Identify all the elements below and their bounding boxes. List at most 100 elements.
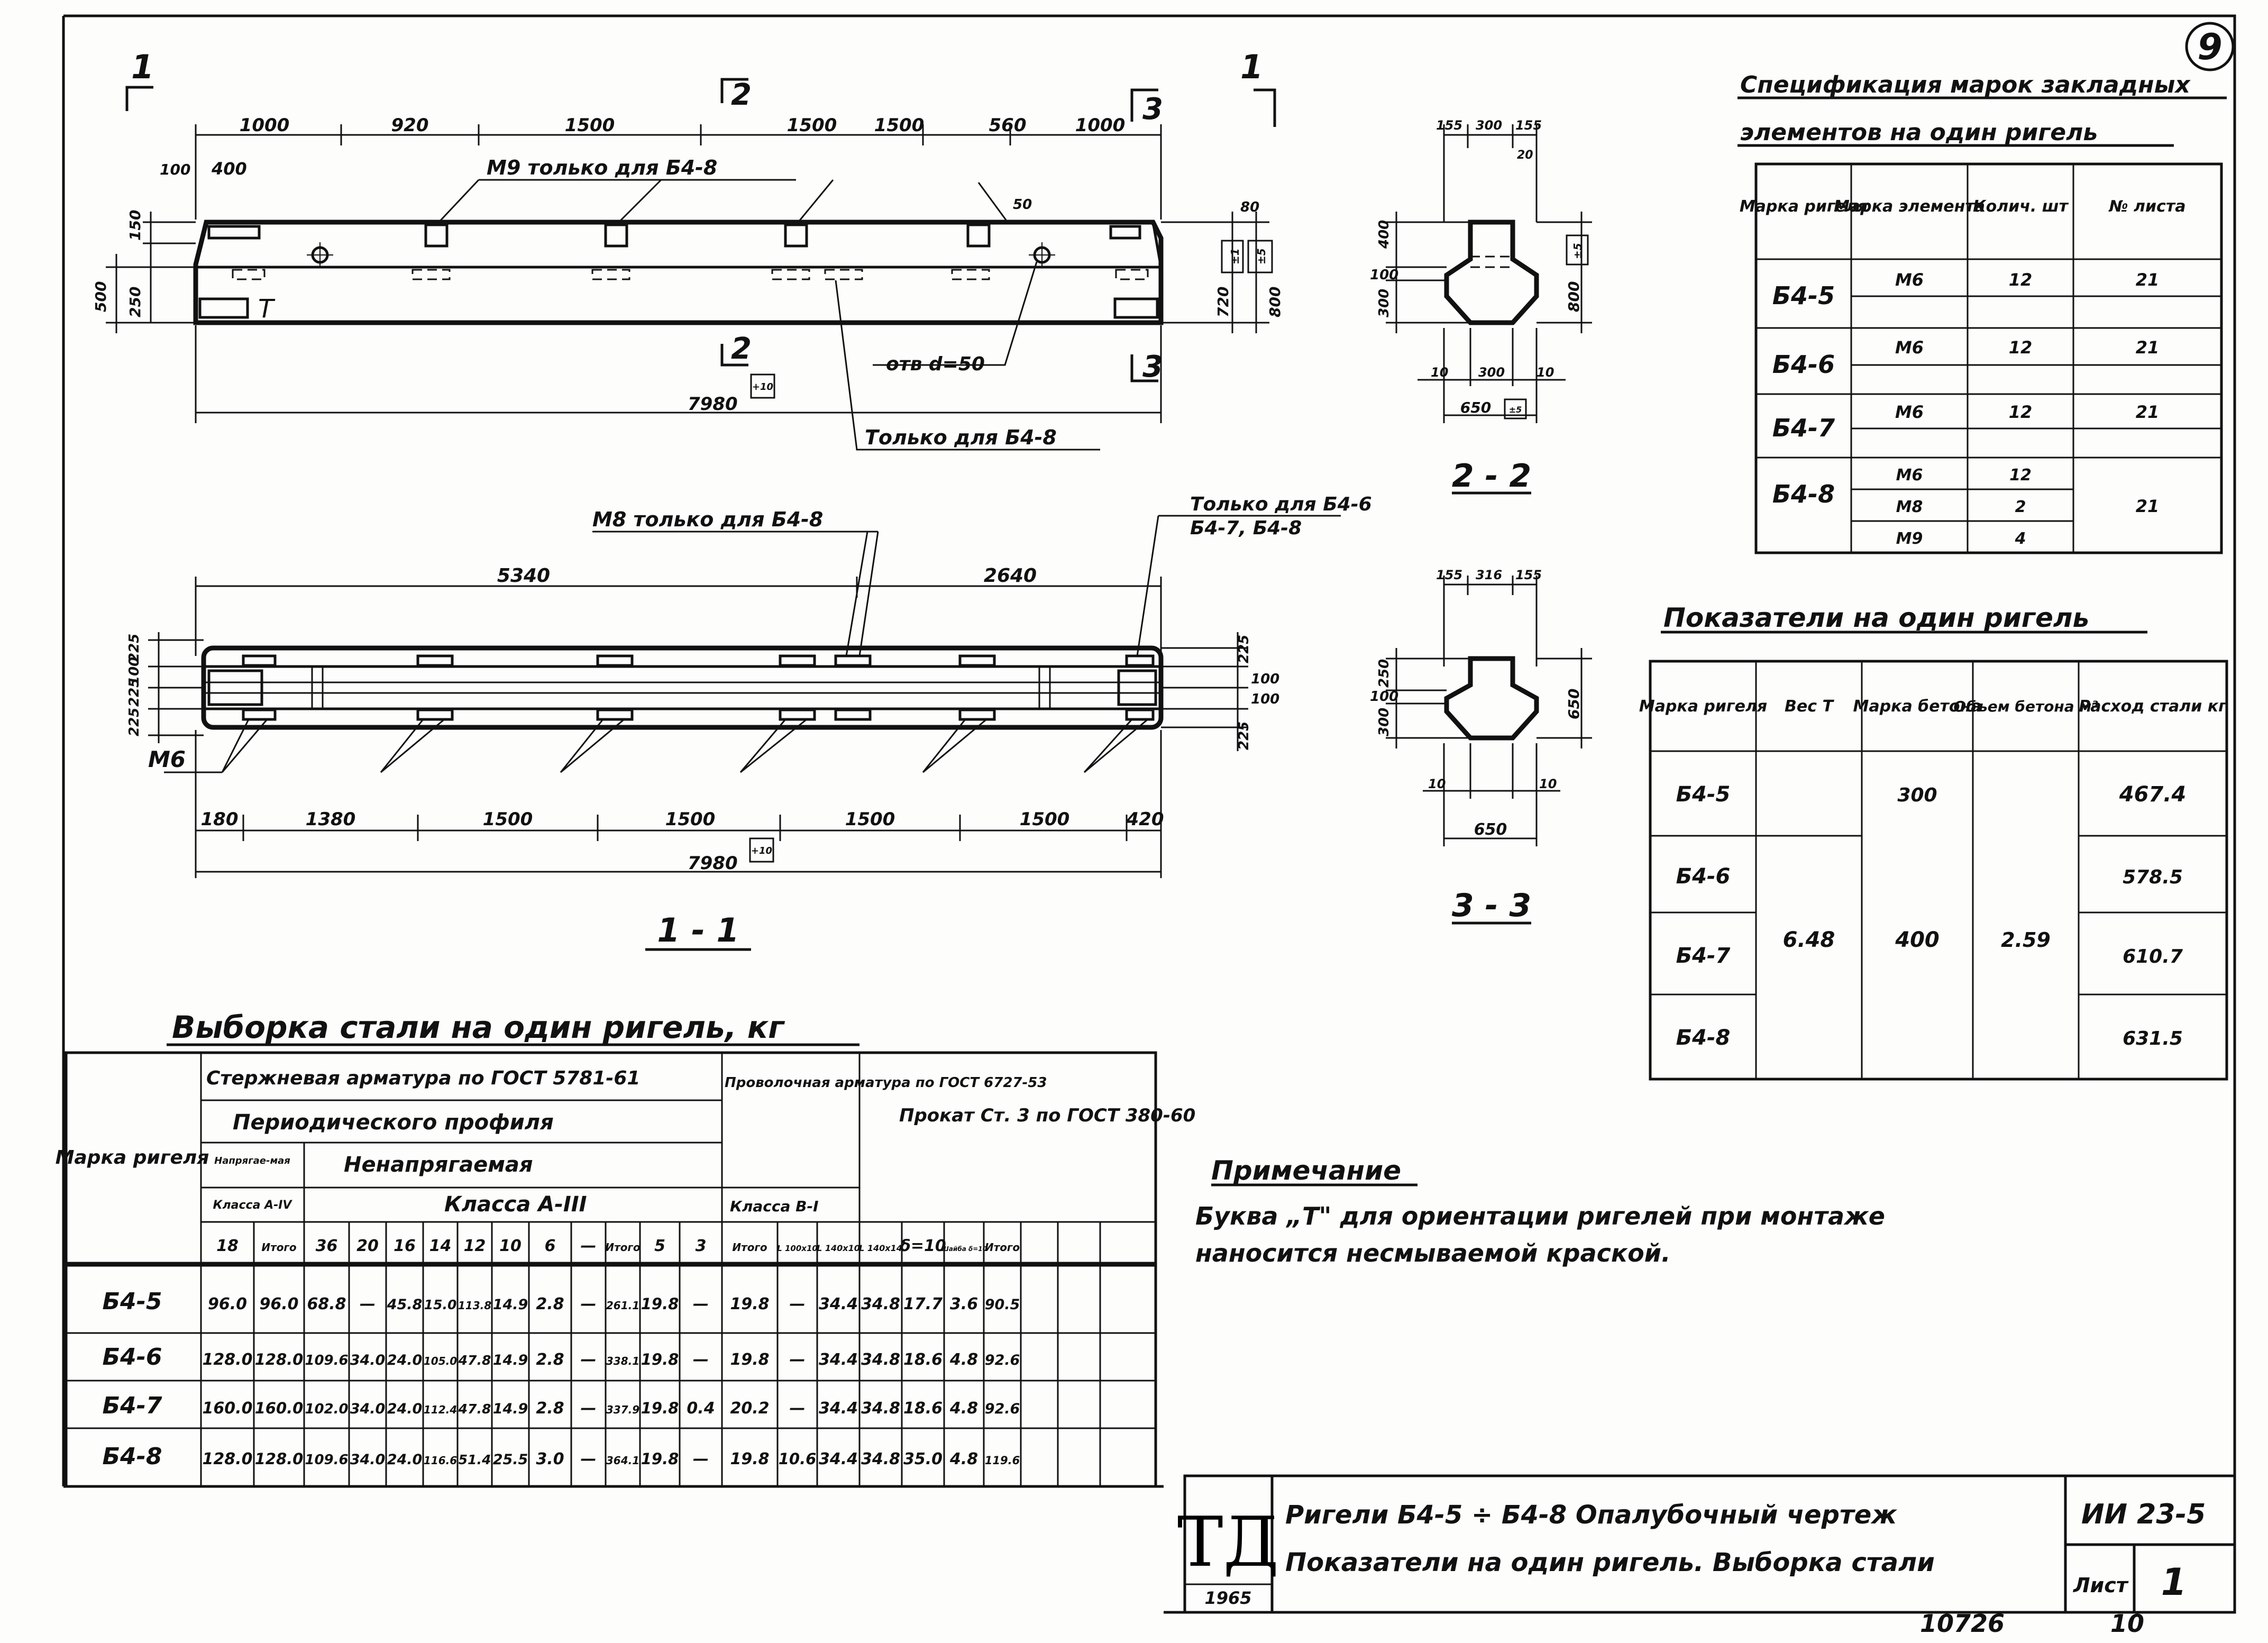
s33-right-dim: 650: [1565, 689, 1583, 719]
plan-right-dim: 100: [1251, 691, 1279, 707]
steel-cell: 14.9: [493, 1401, 528, 1417]
dim-50: 50: [1013, 197, 1032, 213]
plan-title: 1 - 1: [657, 911, 739, 950]
elevation-view: [106, 78, 1276, 451]
steel-cell: 17.7: [903, 1295, 943, 1313]
steel-cell: 2.8: [536, 1295, 564, 1313]
steel-cell: 14.9: [493, 1352, 528, 1368]
steel-cell: 15.0: [424, 1297, 457, 1312]
steel-cell: 19.8: [641, 1350, 679, 1368]
s22-right-dim: 800: [1565, 281, 1583, 312]
spec-element: М8: [1896, 498, 1923, 516]
right-dim: 720: [1214, 287, 1232, 317]
steel-column-header: Шайба δ=10: [941, 1245, 987, 1253]
section-2-2-labels: 155 300 155 20 400 100 300 800 ±5 10 300…: [1370, 118, 1584, 495]
indicators-steel: 631.5: [2123, 1028, 2183, 1049]
indicators-table: [1649, 631, 2228, 1081]
steel-cell: 34.4: [819, 1450, 858, 1468]
top-dim: 1000: [1075, 115, 1126, 136]
bottom-dim: 1500: [483, 809, 533, 830]
indicators-header: Марка ригеля: [1639, 697, 1767, 716]
spec-qty: 12: [2009, 402, 2033, 422]
steel-cell: 3.6: [950, 1295, 978, 1313]
indicators-steel: 578.5: [2123, 866, 2183, 888]
indicators-header: Вес Т: [1785, 697, 1834, 716]
steel-column-header: δ=10: [900, 1237, 946, 1255]
title-block-code: ИИ 23-5: [2081, 1499, 2206, 1530]
title-block-year: 1965: [1204, 1588, 1251, 1608]
steel-cell: 45.8: [387, 1297, 423, 1313]
spec-marka: Б4-7: [1772, 414, 1835, 442]
steel-cell: 4.8: [949, 1350, 978, 1369]
s22-bottom-dim: 300: [1478, 365, 1505, 380]
section-3-3: [1386, 576, 1592, 925]
right-tolerance: ±5: [1255, 248, 1268, 264]
steel-cell: 113.8: [458, 1299, 491, 1312]
steel-cell: —: [581, 1450, 597, 1468]
page-number: 10: [2110, 1609, 2144, 1638]
s33-width: 650: [1474, 820, 1507, 839]
steel-cell: 34.0: [350, 1401, 386, 1417]
steel-cell: 109.6: [305, 1452, 348, 1468]
plan-labels: М8 только для Б4-8 Только для Б4-6 Б4-7,…: [126, 494, 1372, 950]
steel-cell: 24.0: [387, 1352, 423, 1368]
section-mark-1-right: 1: [1240, 48, 1263, 86]
steel-cell: —: [693, 1295, 709, 1313]
spec-qty: 12: [2009, 270, 2033, 290]
left-dim: 500: [92, 281, 109, 312]
steel-cell: 128.0: [255, 1450, 304, 1468]
spec-qty: 2: [2015, 498, 2026, 516]
steel-cell: 160.0: [255, 1399, 304, 1417]
spec-header: Колич. шт: [1973, 197, 2069, 216]
steel-header-rolled: Прокат Ст. 3 по ГОСТ 380-60: [899, 1105, 1195, 1126]
spec-marka: Б4-8: [1772, 480, 1835, 508]
plan-left-dim: 225: [126, 708, 142, 736]
top-dim: 1000: [240, 115, 290, 136]
steel-column-header: —: [581, 1237, 597, 1255]
indicators-title: Показатели на один ригель: [1663, 603, 2089, 633]
s22-left-dim: 400: [1376, 220, 1392, 249]
steel-column-header: L 140x10: [817, 1243, 860, 1253]
top-dim: 560: [989, 115, 1027, 136]
steel-cell: 102.0: [305, 1401, 348, 1417]
spec-marka: Б4-6: [1772, 350, 1835, 379]
steel-cell: 338.1: [606, 1355, 639, 1367]
label-b47-b48: Б4-7, Б4-8: [1190, 517, 1302, 539]
spec-element: М6: [1895, 337, 1924, 358]
steel-cell: —: [360, 1295, 376, 1313]
overall-length: 7980: [688, 394, 738, 415]
steel-column-header: Итого: [605, 1241, 641, 1254]
steel-cell: —: [790, 1399, 806, 1418]
steel-cell: 47.8: [458, 1353, 491, 1368]
spec-element: М9: [1896, 530, 1923, 548]
steel-cell: 109.6: [305, 1353, 348, 1368]
spec-sheet: 21: [2136, 337, 2160, 358]
steel-cell: 19.8: [730, 1350, 769, 1369]
steel-row-marka: Б4-8: [102, 1443, 162, 1470]
top-dim: 1500: [874, 115, 925, 136]
steel-cell: 160.0: [203, 1399, 253, 1418]
section-3-3-title: 3 - 3: [1452, 887, 1531, 924]
steel-cell: 105.0: [424, 1355, 457, 1367]
spec-title-line2: элементов на один ригель: [1740, 119, 2098, 146]
indicators-marka: Б4-7: [1676, 944, 1731, 968]
section-mark-3-bottom: 3: [1142, 350, 1163, 384]
steel-column-header: 20: [356, 1237, 379, 1255]
spec-qty: 12: [2009, 466, 2032, 485]
steel-cell: —: [790, 1350, 806, 1369]
sheet-number: 9: [2197, 26, 2222, 68]
steel-cell: 18.6: [903, 1399, 943, 1418]
title-block-sheet-label: Лист: [2073, 1574, 2129, 1597]
plan-right-dim: 225: [1236, 722, 1252, 750]
indicators-header: Объем бетона м³: [1953, 698, 2098, 715]
plan-right-dim: 225: [1236, 635, 1252, 663]
left-dim: 150: [126, 210, 144, 241]
steel-cell: 34.0: [350, 1352, 386, 1368]
steel-cell: 19.8: [730, 1295, 769, 1313]
steel-cell: 20.2: [730, 1399, 769, 1418]
s22-top-dim: 155: [1436, 118, 1462, 133]
steel-cell: 261.1: [606, 1299, 639, 1312]
steel-cell: 19.8: [641, 1450, 679, 1468]
